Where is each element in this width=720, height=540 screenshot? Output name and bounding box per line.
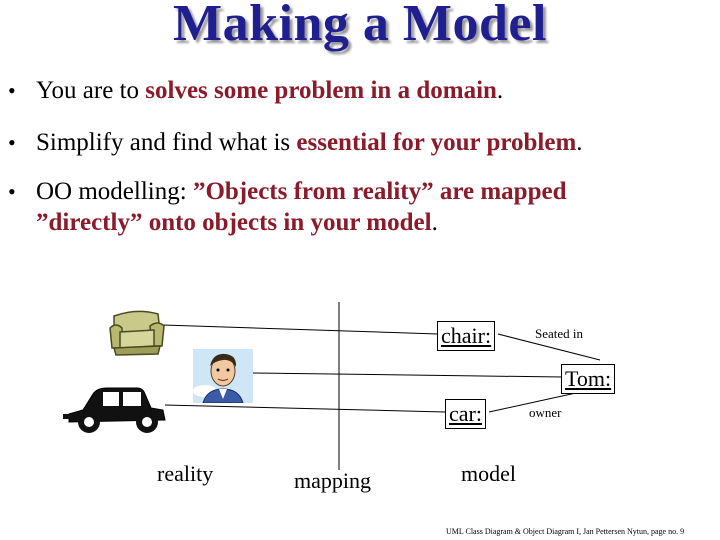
seated-in-association [497,333,601,361]
bullet-2-text: Simplify and find what is essential for … [36,129,583,156]
reality-caption: reality [157,461,214,486]
tom-mapping-line [251,372,563,378]
tom-object: Tom: [561,364,616,394]
man-portrait-icon [193,349,253,403]
car-object: car: [445,399,486,429]
slide-title: Making a Model [173,0,547,52]
slide-footer: UML Class Diagram & Object Diagram I, Ja… [446,527,685,536]
seated-in-label: Seated in [535,326,584,341]
chair-object: chair: [437,321,496,351]
bullet-dot: • [8,179,16,204]
bullet-dot: • [8,78,16,103]
bullet-dot: • [8,130,16,155]
mapping-caption: mapping [294,468,371,493]
armchair-icon [109,310,165,356]
owner-association [488,390,586,413]
car-mapping-line [164,404,446,413]
model-caption: model [461,461,516,486]
bullet-1-text: You are to solves some problem in a doma… [36,77,504,104]
vintage-car-icon [63,387,166,433]
bullet-3-text: OO modelling: ”Objects from reality” are… [36,178,567,205]
owner-label: owner [529,405,562,420]
chair-mapping-line [162,324,439,335]
bullet-3-text-line2: ”directly” onto objects in your model. [36,209,438,236]
